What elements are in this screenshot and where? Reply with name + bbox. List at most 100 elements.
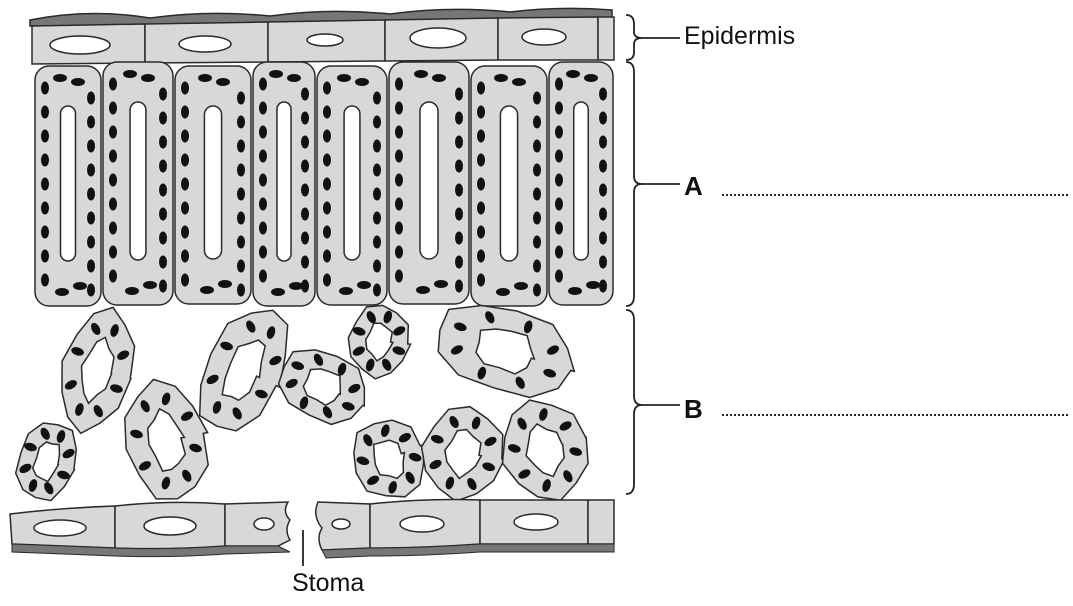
- chloroplast: [323, 202, 331, 215]
- chloroplast: [555, 126, 563, 139]
- epidermis-bracket: [626, 15, 642, 60]
- chloroplast: [109, 126, 117, 139]
- chloroplast: [181, 154, 189, 167]
- epidermis-label: Epidermis: [684, 22, 795, 51]
- chloroplast: [287, 74, 301, 82]
- chloroplast: [373, 284, 381, 297]
- chloroplast: [599, 256, 607, 269]
- chloroplast: [477, 154, 485, 167]
- epidermis-vacuole: [179, 36, 231, 52]
- chloroplast: [373, 260, 381, 273]
- chloroplast: [271, 288, 285, 296]
- chloroplast: [555, 198, 563, 211]
- chloroplast: [395, 150, 403, 163]
- palisade-vacuole: [574, 102, 589, 260]
- chloroplast: [237, 188, 245, 201]
- chloroplast: [109, 246, 117, 259]
- chloroplast: [87, 212, 95, 225]
- chloroplast: [237, 92, 245, 105]
- chloroplast: [41, 82, 49, 95]
- chloroplast: [477, 274, 485, 287]
- chloroplast: [357, 281, 371, 289]
- label-b: B: [684, 394, 703, 425]
- guard-cell-vacuole: [254, 518, 274, 530]
- palisade-vacuole: [61, 106, 76, 261]
- chloroplast: [237, 212, 245, 225]
- chloroplast: [123, 70, 137, 78]
- chloroplast: [555, 102, 563, 115]
- chloroplast: [555, 222, 563, 235]
- chloroplast: [109, 222, 117, 235]
- answer-line-b[interactable]: [722, 414, 1068, 416]
- label-a: A: [684, 171, 703, 202]
- chloroplast: [555, 78, 563, 91]
- chloroplast: [395, 246, 403, 259]
- chloroplast: [568, 287, 582, 295]
- chloroplast: [477, 226, 485, 239]
- chloroplast: [323, 226, 331, 239]
- chloroplast: [323, 274, 331, 287]
- epidermis-vacuole: [522, 29, 566, 45]
- chloroplast: [41, 178, 49, 191]
- palisade-vacuole: [204, 106, 221, 259]
- chloroplast: [555, 174, 563, 187]
- chloroplast: [337, 74, 351, 82]
- answer-line-a[interactable]: [722, 194, 1068, 196]
- chloroplast: [586, 281, 600, 289]
- chloroplast: [477, 202, 485, 215]
- chloroplast: [181, 250, 189, 263]
- chloroplast: [181, 106, 189, 119]
- chloroplast: [477, 130, 485, 143]
- chloroplast: [301, 88, 309, 101]
- chloroplast: [269, 70, 283, 78]
- chloroplast: [533, 92, 541, 105]
- chloroplast: [323, 250, 331, 263]
- guard-cell-vacuole: [332, 519, 350, 529]
- chloroplast: [455, 160, 463, 173]
- chloroplast: [339, 287, 353, 295]
- chloroplast: [455, 280, 463, 293]
- chloroplast: [496, 288, 510, 296]
- chloroplast: [455, 112, 463, 125]
- chloroplast: [41, 226, 49, 239]
- chloroplast: [87, 284, 95, 297]
- chloroplast: [512, 78, 526, 86]
- chloroplast: [373, 140, 381, 153]
- chloroplast: [159, 184, 167, 197]
- chloroplast: [477, 178, 485, 191]
- chloroplast: [159, 256, 167, 269]
- chloroplast: [41, 106, 49, 119]
- chloroplast: [373, 188, 381, 201]
- chloroplast: [599, 208, 607, 221]
- chloroplast: [109, 78, 117, 91]
- chloroplast: [41, 274, 49, 287]
- epidermis-vacuole: [410, 28, 466, 48]
- chloroplast: [143, 281, 157, 289]
- chloroplast: [514, 282, 528, 290]
- chloroplast: [181, 202, 189, 215]
- bracket-b: [626, 310, 642, 494]
- chloroplast: [216, 78, 230, 86]
- upper-epidermis-cell: [598, 17, 614, 60]
- chloroplast: [218, 280, 232, 288]
- chloroplast: [599, 88, 607, 101]
- epidermis-vacuole: [34, 520, 86, 536]
- chloroplast: [494, 74, 508, 82]
- chloroplast: [455, 256, 463, 269]
- chloroplast: [455, 184, 463, 197]
- chloroplast: [181, 226, 189, 239]
- chloroplast: [259, 270, 267, 283]
- chloroplast: [301, 256, 309, 269]
- chloroplast: [301, 208, 309, 221]
- chloroplast: [259, 174, 267, 187]
- chloroplast: [414, 70, 428, 78]
- chloroplast: [455, 88, 463, 101]
- chloroplast: [181, 82, 189, 95]
- bracket-a: [626, 62, 642, 306]
- chloroplast: [71, 78, 85, 86]
- chloroplast: [477, 106, 485, 119]
- chloroplast: [599, 160, 607, 173]
- chloroplast: [159, 232, 167, 245]
- spongy-layer: [16, 305, 588, 501]
- chloroplast: [198, 74, 212, 82]
